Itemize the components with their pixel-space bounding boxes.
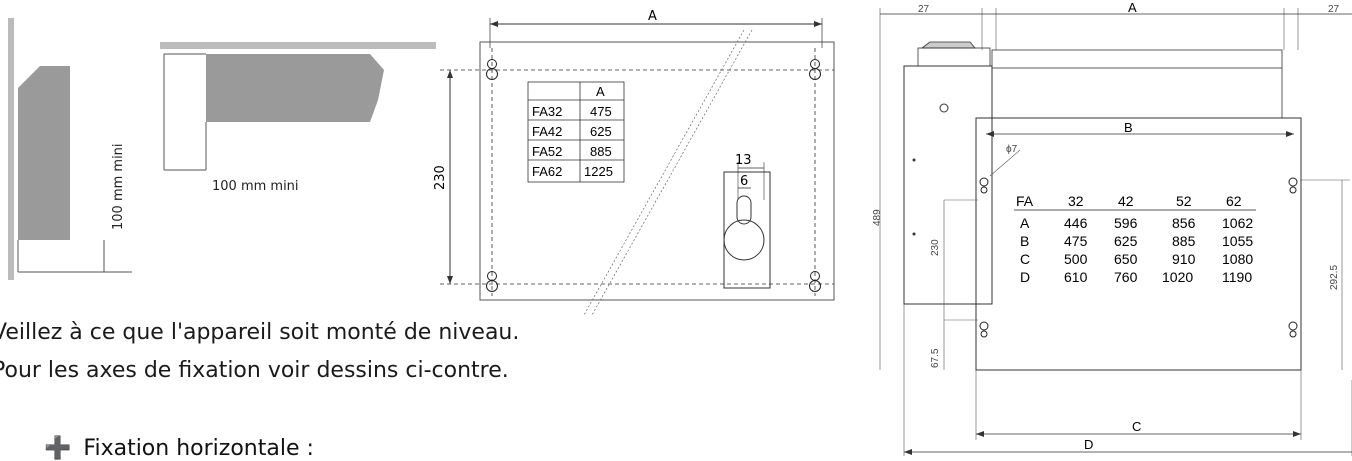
unit-table-cell: 475 [1064, 233, 1088, 249]
unit-table-cell: 885 [1172, 233, 1196, 249]
instruction-line-1: Veillez à ce que l'appareil soit monté d… [0, 320, 520, 345]
unit-table-cell: 760 [1114, 269, 1138, 285]
unit-hole-tr [1288, 177, 1298, 194]
plate-table-cell: 1225 [584, 164, 613, 179]
unit-table-cell: 596 [1114, 215, 1138, 231]
unit-table-cell: D [1020, 269, 1030, 285]
unit-right-height: 292.5 [1329, 265, 1340, 290]
bullet-item: ➕ Fixation horizontale : [44, 436, 314, 461]
unit-table-cell: 1055 [1222, 233, 1253, 249]
mounting-plate-drawing: A 230 13 6 [433, 9, 835, 316]
plate-table-cell: 885 [590, 144, 612, 159]
unit-top-mid-dim: A [1128, 0, 1137, 15]
unit-table-cell: 1190 [1222, 269, 1252, 285]
unit-table-header: 32 [1068, 193, 1084, 209]
unit-table-cell: 500 [1064, 251, 1088, 267]
slot-width-label: 13 [735, 153, 752, 168]
plate-table-cell: FA62 [532, 164, 562, 179]
plate-hole-bl [486, 271, 498, 292]
unit-inner-height: 230 [930, 239, 941, 256]
plate-table-cell: 475 [590, 104, 612, 119]
unit-table: FA 32 42 52 62 A 446 596 856 1062 B 475 … [1014, 193, 1256, 285]
unit-c-label: C [1132, 419, 1141, 434]
unit-table-header: FA [1016, 193, 1034, 209]
plate-table-cell: FA42 [532, 124, 562, 139]
plate-table-cell: FA52 [532, 144, 562, 159]
unit-table-cell: 446 [1064, 215, 1088, 231]
unit-table-cell: C [1020, 251, 1030, 267]
unit-table-cell: 856 [1172, 215, 1196, 231]
unit-front-drawing: 27 A 27 B ϕ7 489 230 67.5 [872, 0, 1352, 456]
plate-table-header: A [596, 84, 605, 99]
unit-hole-bl [979, 321, 989, 338]
plate-height-label: 230 [433, 165, 448, 190]
plate-width-label: A [648, 9, 657, 24]
unit-bottom-offset: 67.5 [930, 348, 941, 368]
unit-table-header: 52 [1176, 193, 1192, 209]
unit-hole-diam: ϕ7 [1006, 144, 1018, 155]
unit-table-cell: 650 [1114, 251, 1138, 267]
unit-top-right-dim: 27 [1328, 4, 1340, 15]
unit-table-header: 62 [1226, 193, 1242, 209]
plate-hole-br [809, 271, 821, 292]
vertical-clearance-label: 100 mm mini [111, 143, 126, 230]
unit-top-left-dim: 27 [918, 4, 930, 15]
plate-table-cell: FA32 [532, 104, 562, 119]
plate-table: A FA32 475 FA42 625 FA52 885 FA62 1225 [527, 81, 625, 183]
unit-table-cell: B [1020, 233, 1029, 249]
unit-hole-br [1288, 321, 1298, 338]
bullet-text: Fixation horizontale : [83, 436, 314, 461]
instruction-line-2: Pour les axes de fixation voir dessins c… [0, 358, 509, 383]
unit-table-cell: 1020 [1162, 269, 1193, 285]
unit-table-cell: 1080 [1222, 251, 1253, 267]
horizontal-clearance-label: 100 mm mini [212, 179, 299, 194]
keyhole-slot-detail: 13 6 [723, 153, 771, 289]
bullet-arrow-icon: ➕ [44, 436, 72, 461]
plate-hole-tl [486, 59, 498, 80]
unit-b-label: B [1124, 120, 1133, 135]
unit-table-header: 42 [1118, 193, 1134, 209]
unit-table-cell: A [1020, 215, 1030, 231]
unit-table-cell: 1062 [1222, 215, 1253, 231]
horizontal-clearance-sketch: 100 mm mini [160, 42, 436, 194]
plate-hole-tr [809, 59, 821, 80]
plate-table-cell: 625 [590, 124, 612, 139]
unit-d-label: D [1084, 437, 1093, 452]
unit-hole-tl [979, 177, 989, 194]
slot-inner-label: 6 [740, 174, 748, 189]
unit-table-cell: 610 [1064, 269, 1088, 285]
unit-height-total: 489 [872, 209, 883, 226]
unit-table-cell: 910 [1172, 251, 1196, 267]
unit-table-cell: 625 [1114, 233, 1138, 249]
vertical-clearance-sketch: 100 mm mini [8, 18, 132, 280]
